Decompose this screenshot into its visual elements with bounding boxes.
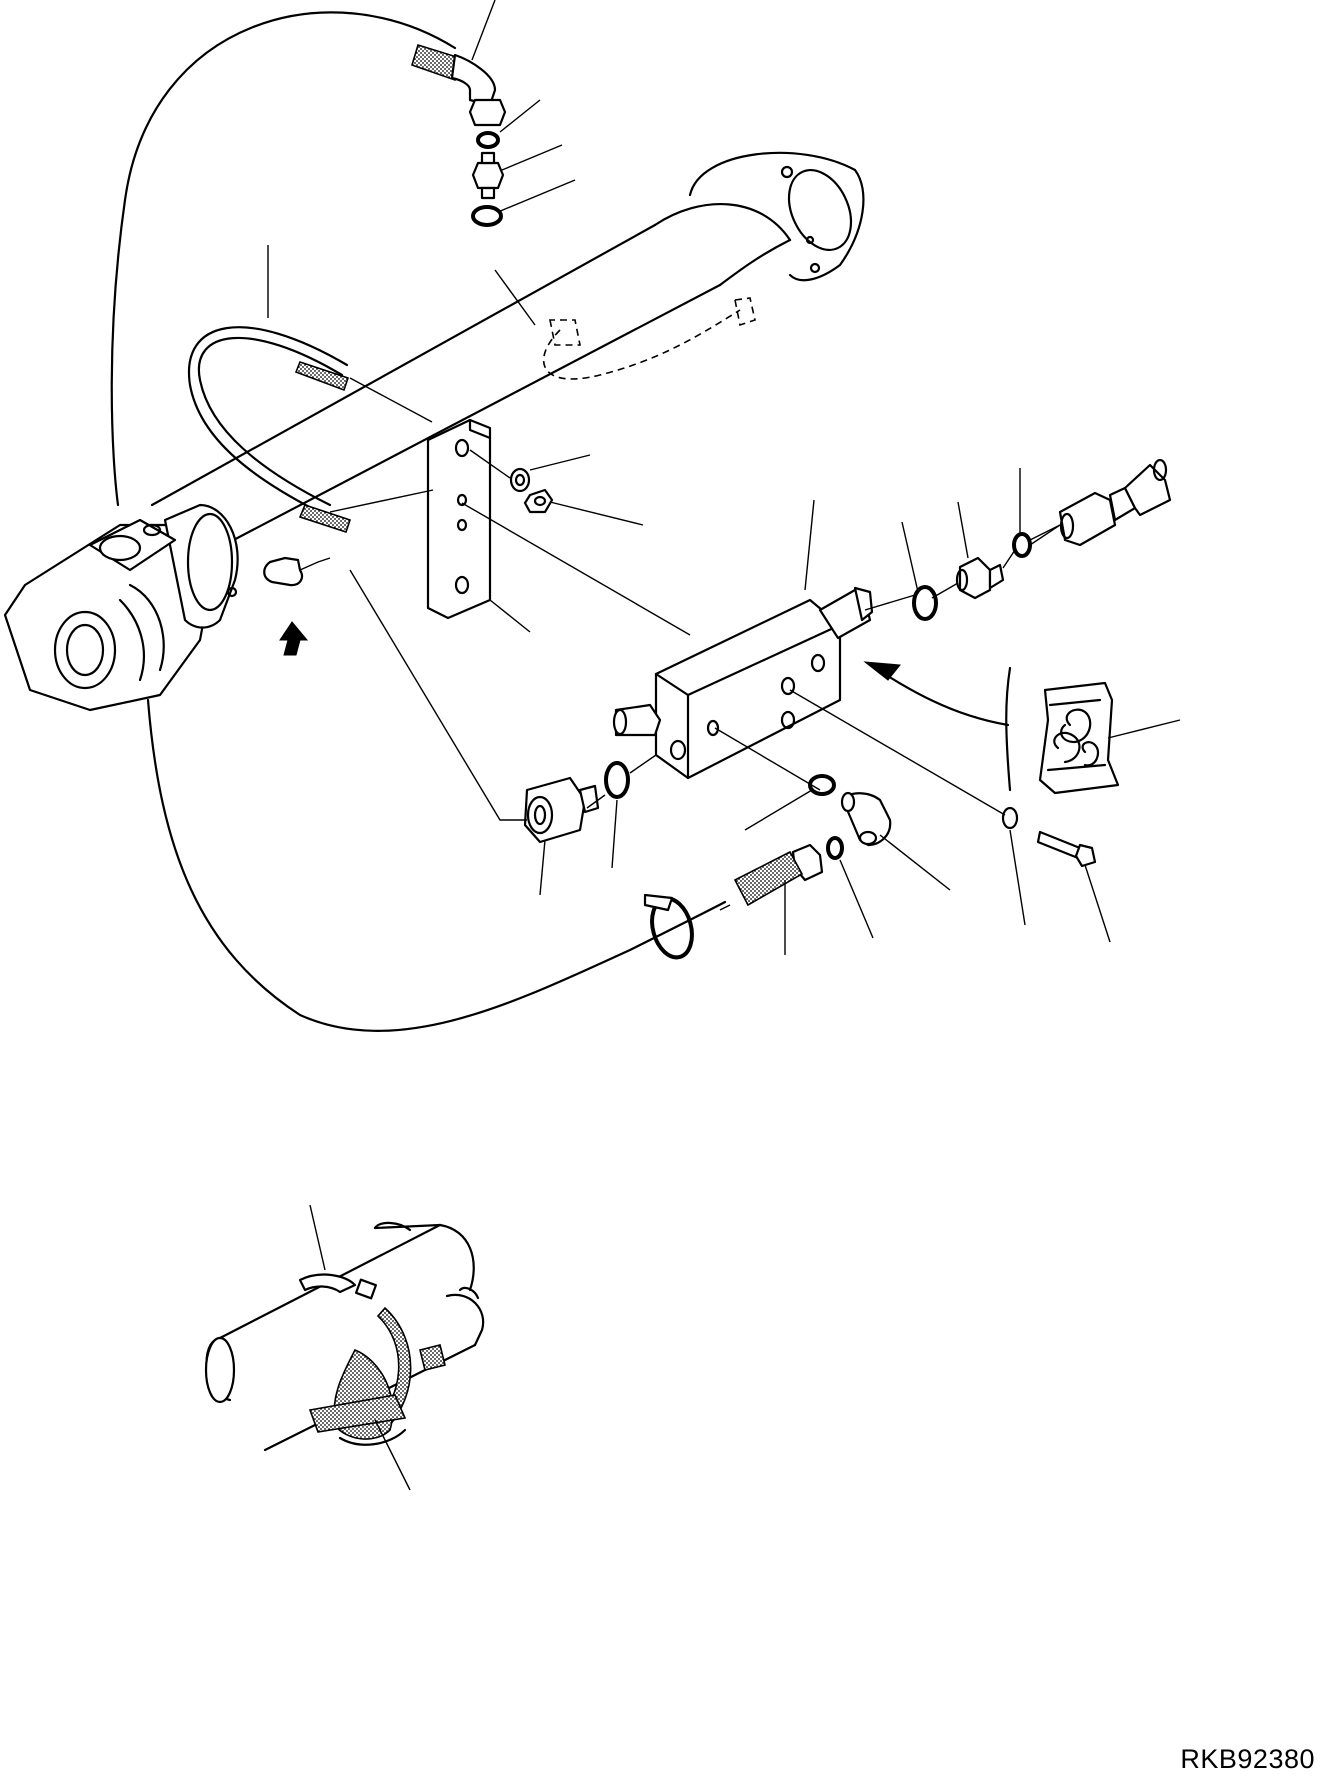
washer-nut	[509, 467, 554, 514]
hydraulic-cylinder	[150, 151, 865, 557]
valve-block	[612, 586, 874, 780]
top-hose-fittings	[411, 43, 507, 227]
hose-assembly	[110, 11, 457, 507]
elbow-fitting-cylinder	[263, 556, 331, 587]
lower-elbow-fittings	[719, 774, 892, 911]
assembly-lines	[329, 377, 1061, 821]
right-fittings	[912, 458, 1172, 621]
figure-code: RKB92380	[1180, 1744, 1315, 1774]
bolt-washer	[1001, 806, 1097, 868]
u-bolt	[187, 326, 352, 534]
detail-view-pipe	[204, 1204, 485, 1491]
decal-bracket	[1005, 666, 1012, 792]
warning-decal	[1038, 681, 1120, 795]
cable-tie	[643, 893, 694, 960]
lower-adapter	[523, 761, 630, 844]
cylinder-bottom-eye	[3, 503, 239, 712]
pointer-arrow-icon	[863, 661, 901, 681]
mounting-plate	[426, 418, 492, 620]
callout-leaders	[267, 0, 1181, 955]
direction-arrow-icon	[279, 621, 309, 656]
